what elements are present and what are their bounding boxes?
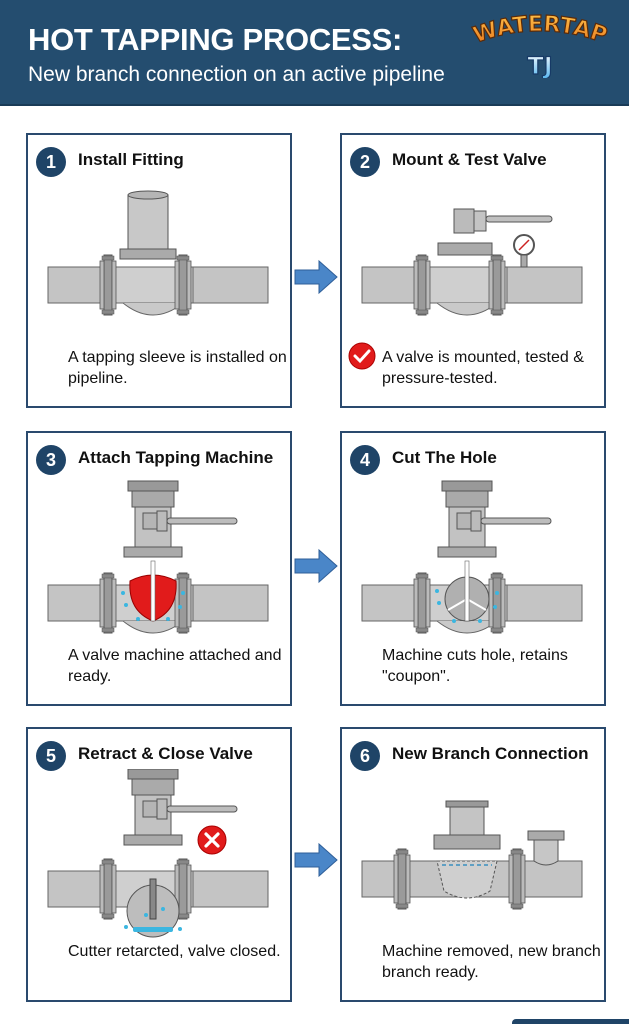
step-number-badge: 3 <box>36 445 66 475</box>
step-title: Mount & Test Valve <box>392 150 547 169</box>
page-subtitle: New branch connection on an active pipel… <box>28 63 445 86</box>
watertap-logo-icon: WATERTAP TJ <box>470 12 611 78</box>
step-panel-3: 3 Attach Tapping Machine A valve machine… <box>26 431 292 706</box>
step-number-badge: 1 <box>36 147 66 177</box>
step-title: Attach Tapping Machine <box>78 448 274 467</box>
valve-with-gauge-illustration <box>342 208 604 345</box>
cutting-hole-illustration <box>342 480 604 643</box>
logo-mark: TJ <box>527 52 552 78</box>
step-title: New Branch Connection <box>392 744 589 763</box>
step-description: A tapping sleeve is installed on pipelin… <box>68 349 287 387</box>
page-title: HOT TAPPING PROCESS: <box>28 22 403 57</box>
step-number-badge: 4 <box>350 445 380 475</box>
step-number-badge: 5 <box>36 741 66 771</box>
step-title: Cut The Hole <box>392 448 497 467</box>
step-number-badge: 6 <box>350 741 380 771</box>
step-description: Cutter retarcted, valve closed. <box>68 943 281 960</box>
footer-accent-bar <box>512 1019 629 1024</box>
new-branch-illustration <box>361 800 583 910</box>
step-panel-4: 4 Cut The Hole Machine cuts hole, retain… <box>340 431 606 706</box>
arrow-right-icon <box>294 842 338 878</box>
step-description: A valve machine attached and ready. <box>68 647 282 685</box>
x-icon <box>197 825 227 855</box>
header-banner: HOT TAPPING PROCESS: New branch connecti… <box>0 0 629 106</box>
step-title: Install Fitting <box>78 150 184 169</box>
arrow-right-icon <box>294 259 338 295</box>
step-description: Machine cuts hole, retains "coupon". <box>382 647 568 685</box>
step-panel-2: 2 Mount & Test Valve A valve is mounted,… <box>340 133 606 408</box>
step-description: Machine removed, new branch branch ready… <box>382 943 601 981</box>
check-icon <box>348 342 376 370</box>
step-title: Retract & Close Valve <box>78 744 253 763</box>
tapping-machine-illustration <box>28 480 290 643</box>
tapping-sleeve-illustration <box>28 190 290 345</box>
step-number-badge: 2 <box>350 147 380 177</box>
retract-cutter-illustration <box>47 769 269 938</box>
logo-text: WATERTAP <box>470 12 611 49</box>
step-description: A valve is mounted, tested & pressure-te… <box>382 349 584 387</box>
step-panel-5: 5 Retract & Close Valve Cutter retarcted… <box>26 727 292 1002</box>
step-panel-6: 6 New Branch Connection Machine removed,… <box>340 727 606 1002</box>
step-panel-1: 1 Install Fitting A tapping sleeve is in… <box>26 133 292 408</box>
arrow-right-icon <box>294 548 338 584</box>
svg-text:WATERTAP: WATERTAP <box>470 12 610 49</box>
